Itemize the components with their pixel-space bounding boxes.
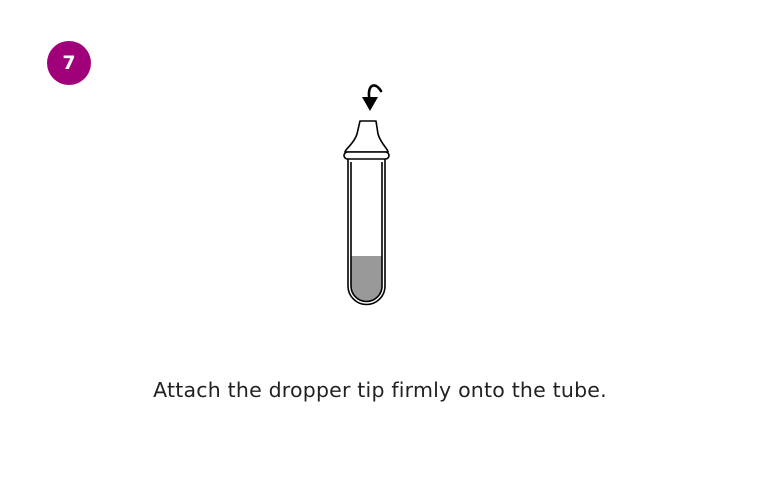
dropper-tip-icon (343, 120, 390, 160)
rotate-arrow-icon (362, 84, 383, 111)
tube-liquid (351, 256, 382, 302)
instruction-text: Attach the dropper tip firmly onto the t… (153, 378, 607, 402)
test-tube-icon (347, 159, 386, 306)
step-number-badge: 7 (47, 41, 91, 85)
step-number: 7 (62, 52, 76, 74)
